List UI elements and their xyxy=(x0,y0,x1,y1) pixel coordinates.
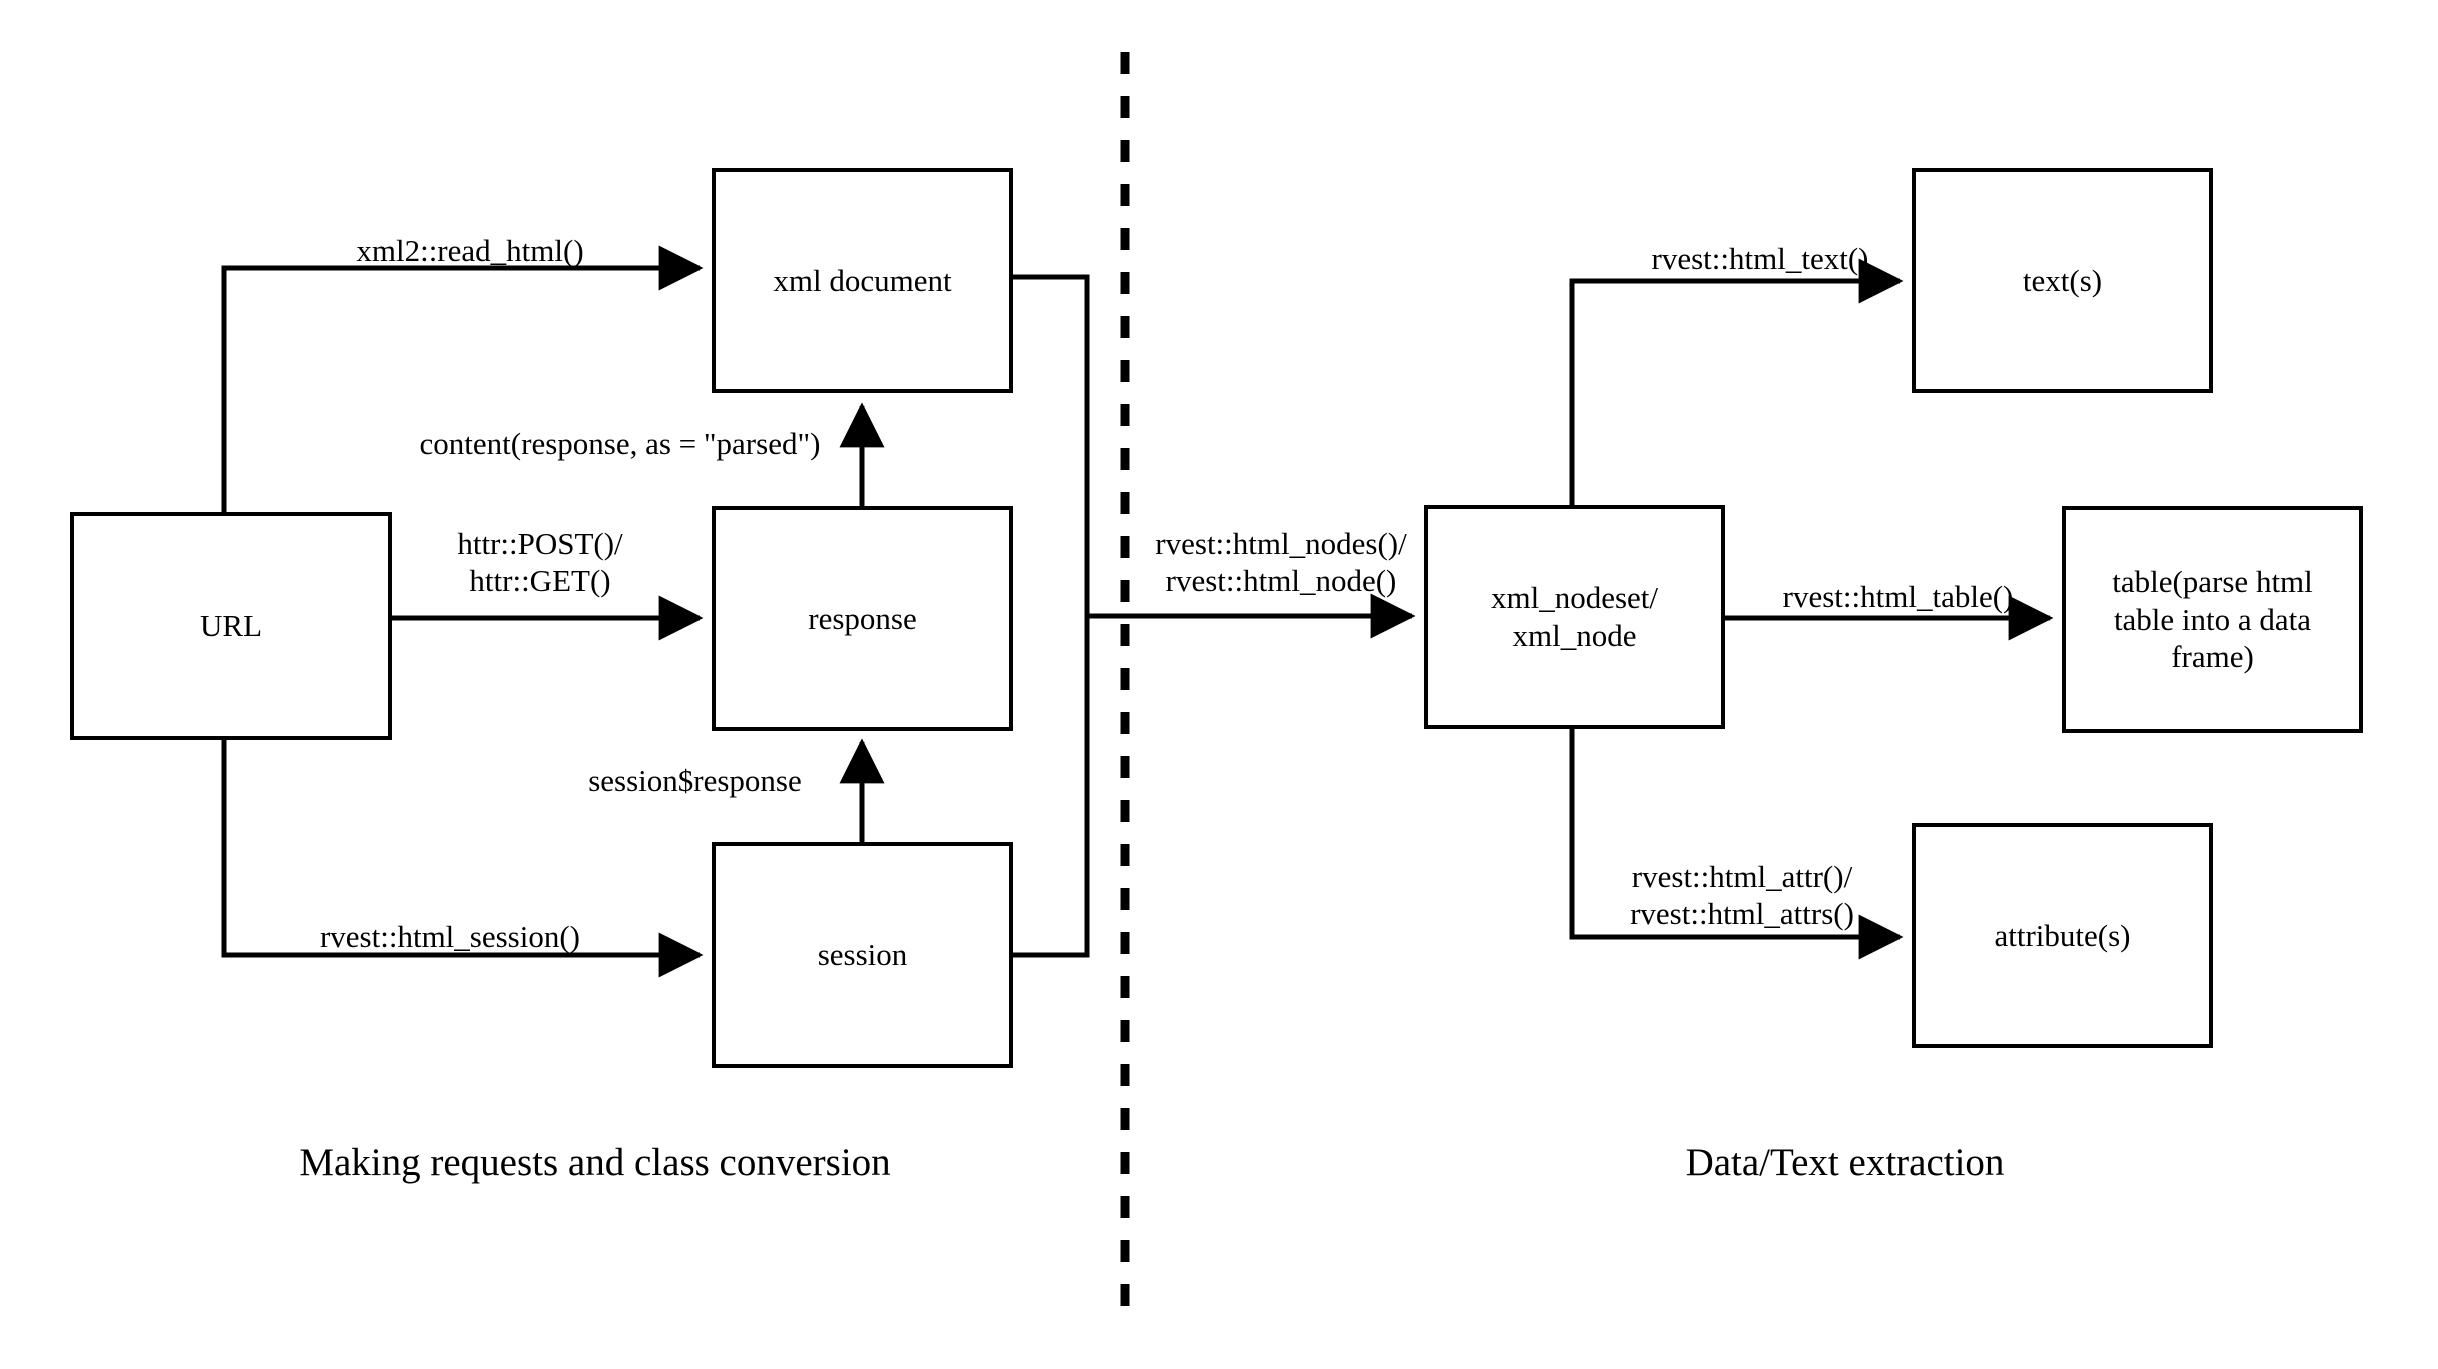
node-table-label: table(parse html table into a data frame… xyxy=(2112,563,2313,675)
section-caption-left: Making requests and class conversion xyxy=(299,1141,891,1184)
node-response-label: response xyxy=(808,600,917,636)
node-xml-nodeset[interactable]: xml_nodeset/ xml_node xyxy=(1424,505,1725,729)
node-attributes[interactable]: attribute(s) xyxy=(1912,823,2213,1048)
edge-url-to-session xyxy=(221,740,704,978)
edge-xml-nodeset-to-texts xyxy=(1569,258,1904,505)
edge-url-to-xml-document xyxy=(221,245,704,512)
node-xml-document[interactable]: xml document xyxy=(712,168,1013,393)
node-table[interactable]: table(parse html table into a data frame… xyxy=(2062,506,2363,733)
section-caption-right: Data/Text extraction xyxy=(1685,1141,2005,1184)
node-attributes-label: attribute(s) xyxy=(1994,917,2131,953)
edge-label-url-to-response: httr::POST()/ httr::GET() xyxy=(457,526,623,599)
node-url-label: URL xyxy=(200,608,262,644)
node-texts-label: text(s) xyxy=(2022,262,2103,298)
edge-label-xml-nodeset-to-attributes: rvest::html_attr()/ rvest::html_attrs() xyxy=(1630,859,1854,932)
edge-xml-nodeset-to-attributes xyxy=(1569,728,1904,960)
node-texts[interactable]: text(s) xyxy=(1912,168,2213,393)
node-xml-document-label: xml document xyxy=(773,262,952,298)
edge-label-session-to-response: session$response xyxy=(588,763,802,798)
edge-label-xml-nodeset-to-texts: rvest::html_text() xyxy=(1651,241,1869,276)
node-session-label: session xyxy=(817,937,908,973)
edge-label-url-to-xml-document: xml2::read_html() xyxy=(356,233,584,268)
node-xml-nodeset-label: xml_nodeset/ xml_node xyxy=(1490,580,1659,653)
node-url[interactable]: URL xyxy=(70,512,392,740)
edge-label-url-to-session: rvest::html_session() xyxy=(319,919,581,954)
edge-documents-to-xml-nodeset xyxy=(1013,274,1416,958)
node-session[interactable]: session xyxy=(712,842,1013,1068)
edge-label-xml-nodeset-to-table: rvest::html_table() xyxy=(1782,579,2014,614)
edge-label-documents-to-xml-nodeset: rvest::html_nodes()/ rvest::html_node() xyxy=(1155,526,1407,599)
edge-label-response-to-xml-document: content(response, as = "parsed") xyxy=(419,426,821,461)
node-response[interactable]: response xyxy=(712,506,1013,731)
